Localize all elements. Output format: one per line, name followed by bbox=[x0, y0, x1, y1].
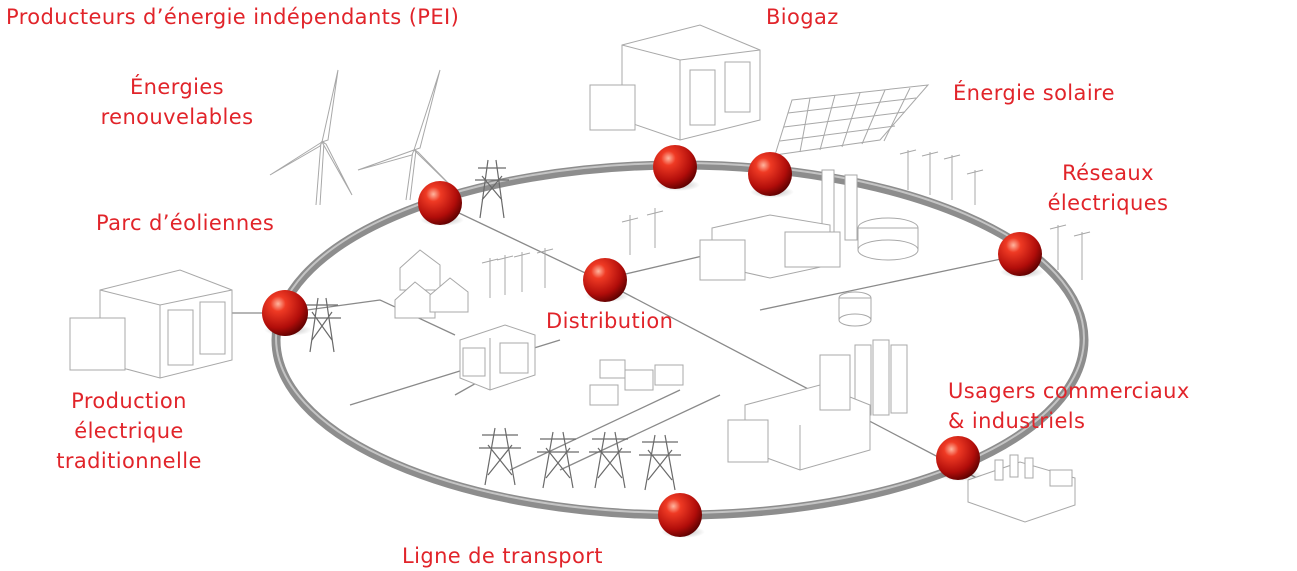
node-solar bbox=[748, 152, 794, 198]
node-spheres bbox=[262, 145, 1044, 538]
label-commercial-line1: Usagers commerciaux bbox=[948, 379, 1190, 403]
node-grids bbox=[998, 232, 1044, 278]
node-distribution bbox=[583, 258, 629, 302]
label-grids: Réseaux électriques bbox=[1008, 158, 1208, 218]
transmission-tower-icon bbox=[303, 297, 341, 353]
label-traditional-line3: traditionnelle bbox=[56, 449, 202, 473]
node-wind-farm bbox=[418, 181, 464, 226]
factory-icon bbox=[727, 291, 908, 471]
label-grids-line1: Réseaux bbox=[1062, 161, 1154, 185]
node-transport bbox=[658, 493, 705, 538]
label-renewables: Énergies renouvelables bbox=[62, 72, 292, 132]
label-wind-farm: Parc d’éoliennes bbox=[96, 211, 275, 235]
label-traditional: Production électrique traditionnelle bbox=[24, 386, 234, 476]
label-distribution: Distribution bbox=[546, 309, 674, 333]
power-plant-icon bbox=[589, 24, 761, 141]
label-renewables-line1: Énergies bbox=[130, 75, 224, 99]
power-plant-icon bbox=[589, 359, 684, 406]
page-title: Producteurs d’énergie indépendants (PEI) bbox=[6, 5, 460, 29]
utility-pole-icon bbox=[481, 208, 664, 298]
label-commercial-line2: & industriels bbox=[948, 409, 1086, 433]
label-biogaz: Biogaz bbox=[766, 5, 839, 29]
transmission-tower-icon bbox=[537, 431, 579, 489]
label-traditional-line2: électrique bbox=[74, 419, 184, 443]
label-grids-line2: électriques bbox=[1047, 191, 1169, 215]
node-commercial bbox=[936, 436, 982, 481]
label-renewables-line2: renouvelables bbox=[100, 105, 254, 129]
node-biogaz bbox=[653, 145, 700, 191]
transmission-tower-icon bbox=[589, 431, 631, 489]
wind-turbine-icon bbox=[269, 69, 353, 206]
transmission-tower-icon bbox=[475, 159, 509, 219]
power-plant-icon bbox=[699, 169, 919, 281]
label-commercial: Usagers commerciaux & industriels bbox=[948, 376, 1190, 436]
house-icon bbox=[394, 249, 469, 319]
label-traditional-line1: Production bbox=[71, 389, 187, 413]
label-solar: Énergie solaire bbox=[953, 81, 1115, 105]
transmission-tower-icon bbox=[639, 434, 681, 491]
label-transport: Ligne de transport bbox=[402, 544, 603, 568]
solar-panel-icon bbox=[774, 84, 930, 156]
node-traditional bbox=[262, 290, 312, 336]
power-plant-icon bbox=[459, 324, 536, 391]
power-plant-icon bbox=[69, 269, 233, 379]
utility-pole-icon bbox=[899, 149, 1091, 280]
factory-icon bbox=[967, 454, 1076, 523]
transmission-tower-icon bbox=[479, 427, 521, 486]
wind-turbine-icon bbox=[357, 69, 456, 201]
